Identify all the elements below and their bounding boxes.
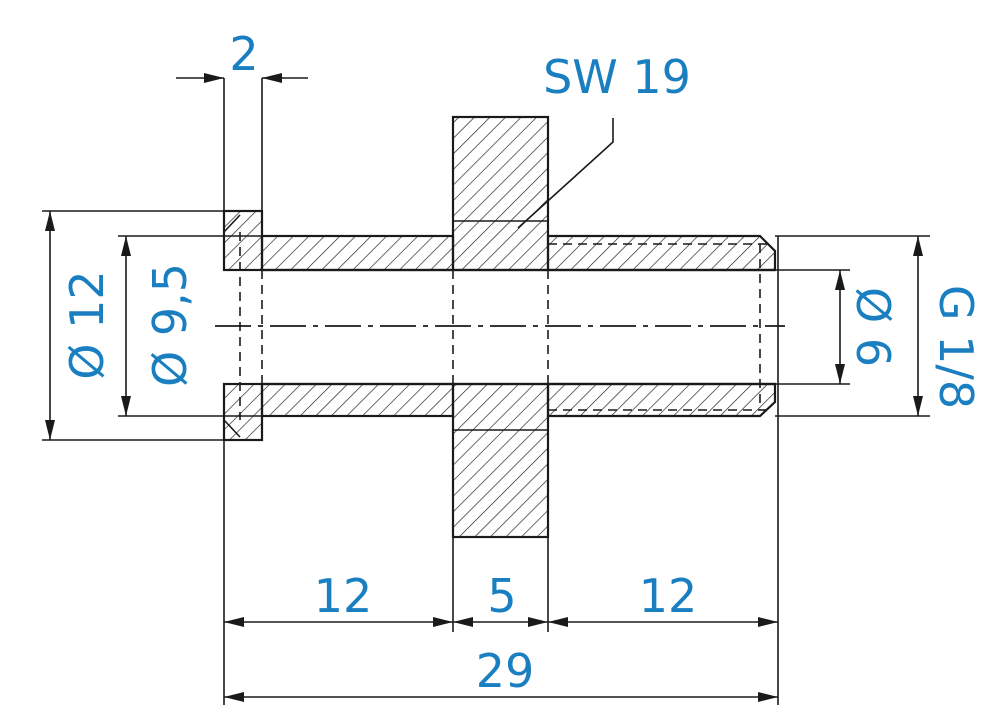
left-tube-lower-wall [260, 382, 455, 418]
label-total-length: 29 [476, 644, 535, 698]
hex-upper-section [451, 115, 550, 272]
extension-lines [42, 78, 930, 705]
dimension-lines [45, 73, 923, 702]
label-hex-width: 5 [487, 569, 516, 623]
hex-lower-section [451, 382, 550, 539]
dimension-labels: SW 19 2 Ø 12 Ø 9,5 Ø 6 G 1/8 12 5 12 29 [60, 27, 983, 698]
label-wrench-size: SW 19 [543, 50, 691, 104]
left-tube-upper-wall [260, 234, 455, 272]
label-thread: G 1/8 [929, 285, 983, 409]
flange-lower-section [222, 382, 264, 442]
part-edges [215, 214, 785, 438]
label-flange-bore-diameter: Ø 9,5 [143, 263, 197, 387]
right-tube-upper-wall [546, 234, 777, 272]
label-outer-diameter: Ø 12 [60, 270, 114, 379]
part-section [222, 115, 777, 539]
label-left-length: 12 [314, 569, 373, 623]
flange-upper-section [222, 209, 264, 272]
label-bore-diameter: Ø 6 [846, 287, 900, 367]
label-right-length: 12 [639, 569, 698, 623]
right-tube-lower-wall [546, 382, 777, 418]
label-flange-thickness: 2 [229, 27, 258, 81]
